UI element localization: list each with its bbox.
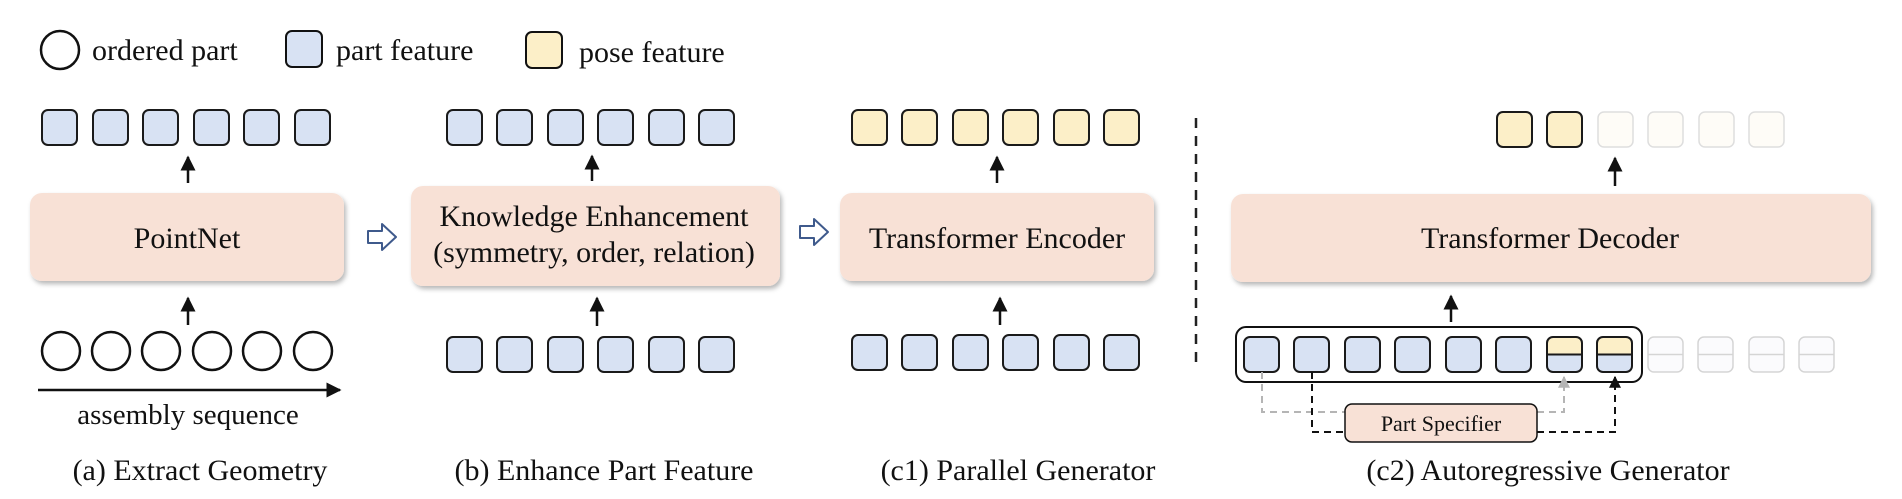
pending-pose-token	[1597, 111, 1634, 148]
knowledge-enhancement-label: Knowledge Enhancement	[439, 200, 749, 233]
transformer-encoder-label: Transformer Encoder	[869, 222, 1125, 255]
pose-feature-token	[952, 109, 989, 146]
part-feature-token	[1243, 336, 1280, 373]
pending-pose-token	[1647, 111, 1684, 148]
part-feature-token	[193, 109, 230, 146]
part-feature-token	[851, 334, 888, 371]
panel-c2-autoregressive-generator: Transformer Decoder	[1231, 111, 1871, 487]
flow-arrow-a-to-b	[367, 223, 397, 251]
part-feature-token	[243, 109, 280, 146]
transformer-decoder-module	[1231, 194, 1871, 282]
ordered-part-node	[40, 330, 82, 372]
part-feature-token	[142, 109, 179, 146]
panel-a-caption: (a) Extract Geometry	[73, 454, 328, 487]
part-feature-token	[547, 109, 584, 146]
pose-feature-token	[901, 109, 938, 146]
knowledge-enhancement-sublabel: (symmetry, order, relation)	[433, 236, 755, 269]
part-feature-token	[1103, 334, 1140, 371]
part-specifier-box	[1344, 403, 1538, 443]
part-feature-token	[1053, 334, 1090, 371]
panel-a-output-features	[41, 109, 331, 146]
part-feature-token	[952, 334, 989, 371]
panel-b-enhance-part-feature: Knowledge Enhancement (symmetry, order, …	[411, 109, 780, 487]
assembly-sequence-label: assembly sequence	[77, 399, 298, 431]
pose-feature-legend-label: pose feature	[579, 36, 725, 69]
part-feature-legend-symbol	[285, 30, 323, 68]
ordered-part-node	[241, 330, 283, 372]
panel-b-caption: (b) Enhance Part Feature	[454, 454, 753, 487]
combined-pose-part-token	[1596, 336, 1633, 373]
part-feature-token	[547, 336, 584, 373]
specifier-link-gray	[1261, 372, 1345, 413]
panel-c2-caption: (c2) Autoregressive Generator	[1366, 454, 1729, 487]
pose-feature-token	[851, 109, 888, 146]
flow-arrow-b-to-c1	[799, 218, 829, 246]
panel-a-extract-geometry: PointNet assembly sequence (a) Extract G…	[30, 109, 344, 487]
part-feature-token	[597, 336, 634, 373]
pose-feature-token	[1103, 109, 1140, 146]
ordered-part-node	[90, 330, 132, 372]
specifier-link-black	[1537, 375, 1621, 433]
decoder-input-group	[1235, 326, 1643, 383]
panel-b-output-features	[446, 109, 735, 146]
ordered-part-legend-symbol	[39, 29, 81, 71]
part-feature-token	[901, 334, 938, 371]
part-feature-token	[294, 109, 331, 146]
panel-c1-output-poses	[851, 109, 1140, 146]
pointnet-module	[30, 193, 344, 281]
part-feature-token	[446, 109, 483, 146]
ordered-parts-row	[40, 330, 334, 372]
part-feature-token	[698, 109, 735, 146]
part-feature-token	[597, 109, 634, 146]
part-feature-token	[1002, 334, 1039, 371]
pose-feature-legend-symbol	[525, 31, 563, 69]
pending-pose-token	[1698, 111, 1735, 148]
specifier-link-gray	[1537, 375, 1570, 413]
transformer-decoder-label: Transformer Decoder	[1421, 222, 1679, 255]
pose-feature-token	[1496, 111, 1533, 148]
part-feature-token	[1394, 336, 1431, 373]
legend: ordered part part feature pose feature	[39, 29, 725, 71]
part-feature-token	[648, 109, 685, 146]
part-feature-token	[1293, 336, 1330, 373]
pointnet-module-label: PointNet	[134, 222, 241, 255]
panel-c1-input-features	[851, 334, 1140, 371]
pose-feature-token	[1002, 109, 1039, 146]
panel-c1-caption: (c1) Parallel Generator	[881, 454, 1156, 487]
ordered-part-node	[191, 330, 233, 372]
pending-pose-token	[1748, 111, 1785, 148]
knowledge-enhancement-module	[411, 186, 780, 286]
ordered-part-legend-label: ordered part	[92, 34, 238, 67]
part-feature-token	[92, 109, 129, 146]
pose-feature-token	[1053, 109, 1090, 146]
part-feature-token	[496, 109, 533, 146]
combined-pose-part-token	[1546, 336, 1583, 373]
specifier-link-black	[1311, 372, 1345, 433]
part-feature-token	[1344, 336, 1381, 373]
ordered-part-node	[140, 330, 182, 372]
pose-feature-token	[1546, 111, 1583, 148]
panel-c2-future-tokens	[1647, 336, 1835, 373]
part-specifier-label: Part Specifier	[1381, 411, 1502, 436]
transformer-encoder-module	[840, 193, 1154, 281]
part-feature-token	[41, 109, 78, 146]
panel-c2-input-features	[1243, 336, 1633, 373]
panel-c2-output-poses	[1496, 111, 1785, 148]
part-feature-token	[1445, 336, 1482, 373]
part-feature-token	[648, 336, 685, 373]
part-feature-legend-label: part feature	[336, 34, 473, 67]
part-feature-token	[446, 336, 483, 373]
part-feature-token	[496, 336, 533, 373]
part-feature-token	[698, 336, 735, 373]
part-feature-token	[1495, 336, 1532, 373]
ordered-part-node	[292, 330, 334, 372]
panel-c1-parallel-generator: Transformer Encoder (c1) Parallel Genera…	[840, 109, 1156, 487]
panel-b-input-features	[446, 336, 735, 373]
